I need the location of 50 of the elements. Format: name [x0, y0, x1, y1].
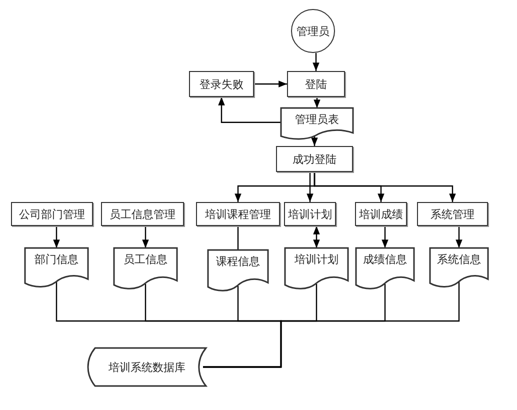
- node-label: 培训成绩: [359, 206, 403, 222]
- node-label: 培训课程管理: [205, 206, 271, 222]
- process-box: [11, 202, 93, 226]
- node-label: 成绩信息: [363, 252, 407, 267]
- process-box: [417, 202, 488, 226]
- node-label: 登录失败: [200, 76, 244, 92]
- start-circle: [291, 9, 335, 53]
- connector-line: [456, 226, 462, 248]
- node-label: 部门信息: [34, 252, 78, 267]
- connector-line: [218, 97, 281, 123]
- process-box: [276, 146, 353, 172]
- node-label: 员工信息: [124, 252, 168, 267]
- node-label: 系统管理: [430, 206, 474, 222]
- process-box: [196, 202, 280, 226]
- node-label: 管理员: [296, 24, 330, 38]
- connector-line: [306, 172, 314, 202]
- connector-line: [312, 53, 320, 71]
- document-shape: [114, 248, 177, 290]
- connector-line: [314, 97, 320, 108]
- document-shape: [285, 248, 348, 290]
- document-shape: [208, 250, 268, 292]
- node-label: 登陆: [305, 76, 327, 92]
- connector-line: [254, 80, 287, 88]
- node-label: 员工信息管理: [110, 206, 176, 222]
- node-label: 培训计划: [288, 206, 332, 222]
- node-label: 培训计划: [294, 252, 338, 267]
- connector-line: [142, 226, 149, 248]
- connector-line: [203, 282, 460, 368]
- connector-line: [53, 226, 60, 248]
- connector-line: [314, 172, 456, 202]
- node-label: 管理员表: [295, 112, 339, 127]
- document-shape: [25, 248, 88, 288]
- connector-line: [382, 226, 388, 248]
- document-shape: [356, 248, 414, 290]
- process-box: [287, 71, 345, 97]
- database-shape: [88, 348, 206, 386]
- process-box: [189, 71, 254, 97]
- connector-line: [313, 226, 320, 248]
- node-label: 公司部门管理: [19, 206, 85, 222]
- process-box: [355, 202, 407, 226]
- node-label: 系统信息: [437, 252, 481, 267]
- document-shape: [430, 248, 488, 288]
- process-box: [284, 202, 336, 226]
- connector-line: [311, 136, 318, 146]
- node-label: 培训系统数据库: [108, 360, 186, 374]
- process-box: [101, 202, 184, 226]
- connector-line: [237, 226, 239, 250]
- node-label: 课程信息: [216, 254, 260, 269]
- node-label: 成功登陆: [292, 152, 336, 166]
- document-shape: [281, 108, 353, 140]
